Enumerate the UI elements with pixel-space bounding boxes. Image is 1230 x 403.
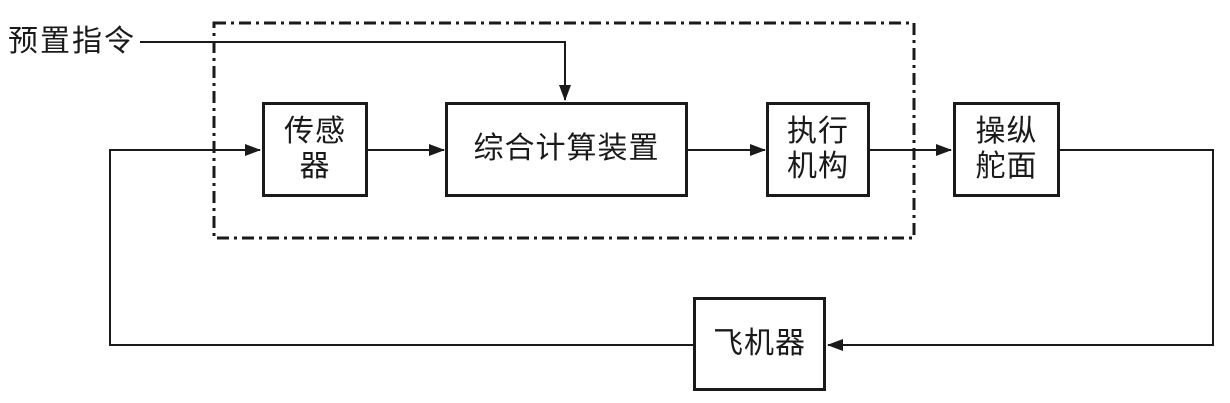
block-actuator: 执行 机构 (766, 102, 870, 197)
block-sensor: 传感 器 (262, 102, 368, 197)
block-integrated-computer-label: 综合计算装置 (473, 132, 660, 166)
block-control-surface-label-line2: 舵面 (975, 149, 1038, 183)
block-integrated-computer: 综合计算装置 (445, 102, 688, 197)
block-sensor-label-line1: 传感 (284, 115, 346, 148)
block-actuator-label-line1: 执行 (787, 115, 849, 148)
block-sensor-label-line2: 器 (299, 149, 331, 183)
preset-command-arrow (140, 41, 571, 101)
surface-to-aircraft-arrow (827, 149, 1214, 351)
block-control-surface: 操纵 舵面 (953, 102, 1060, 197)
block-aircraft-label: 飞机器 (713, 326, 806, 360)
block-aircraft: 飞机器 (693, 297, 826, 391)
feedback-to-sensor-arrow (109, 144, 693, 346)
block-control-surface-label-line1: 操纵 (975, 115, 1038, 148)
block-actuator-label-line2: 机构 (787, 149, 849, 183)
inner-loop-boundary (212, 21, 916, 240)
preset-command-label: 预置指令 (8, 25, 136, 58)
